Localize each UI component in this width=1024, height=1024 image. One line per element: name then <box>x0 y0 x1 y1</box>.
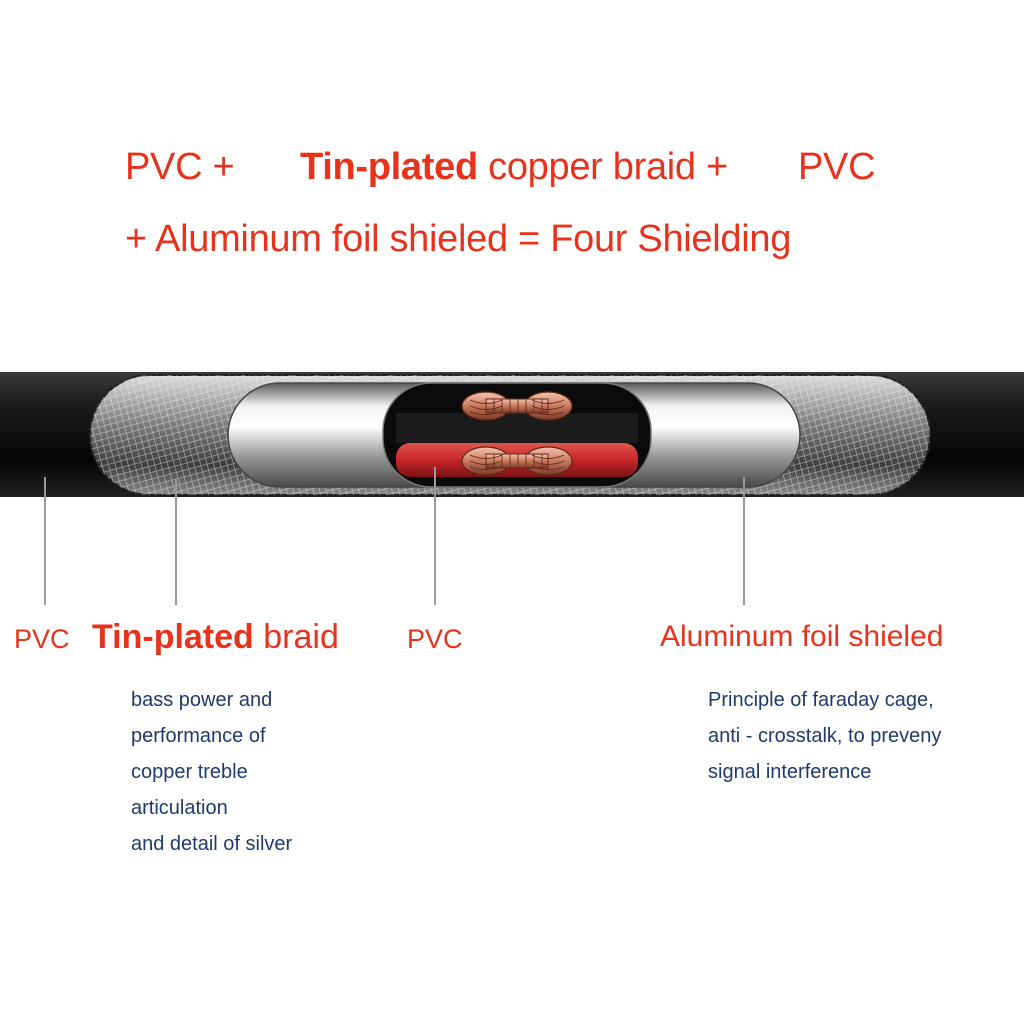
braid-description-line: bass power and <box>131 689 273 711</box>
label-pvc-outer: PVC <box>14 624 70 654</box>
aluminum-description-line: signal interference <box>708 761 872 783</box>
headline-braid-rest: copper braid + <box>477 146 728 188</box>
headline-braid: Tin-plated copper braid + <box>300 146 728 189</box>
label-pvc-inner: PVC <box>407 624 463 654</box>
black-insulation-band <box>396 413 638 443</box>
headline-line2: + Aluminum foil shieled = Four Shielding <box>125 218 792 260</box>
aluminum-description-line: Principle of faraday cage, <box>708 689 934 711</box>
braid-description-line: articulation <box>131 797 228 819</box>
braid-description-line: copper treble <box>131 761 248 783</box>
label-tin-rest: braid <box>253 618 339 656</box>
braid-description-line: performance of <box>131 725 266 747</box>
braid-description-line: and detail of silver <box>131 833 293 855</box>
label-tin-bold: Tin-plated <box>92 618 254 656</box>
aluminum-description-line: anti - crosstalk, to preveny <box>708 725 942 747</box>
braid-description: bass power and performance of copper tre… <box>131 682 292 862</box>
headline-pvc-outer: PVC + <box>125 146 235 188</box>
copper-conductor-bottom <box>461 446 573 476</box>
cable-cross-section <box>0 372 1024 605</box>
copper-conductor-top <box>461 391 573 421</box>
aluminum-description: Principle of faraday cage, anti - crosst… <box>708 682 941 790</box>
headline-braid-bold: Tin-plated <box>300 146 478 188</box>
headline-pvc-inner: PVC <box>798 146 876 188</box>
label-tin-plated-braid: Tin-plated braid <box>92 618 339 657</box>
label-aluminum-foil: Aluminum foil shieled <box>660 620 944 653</box>
